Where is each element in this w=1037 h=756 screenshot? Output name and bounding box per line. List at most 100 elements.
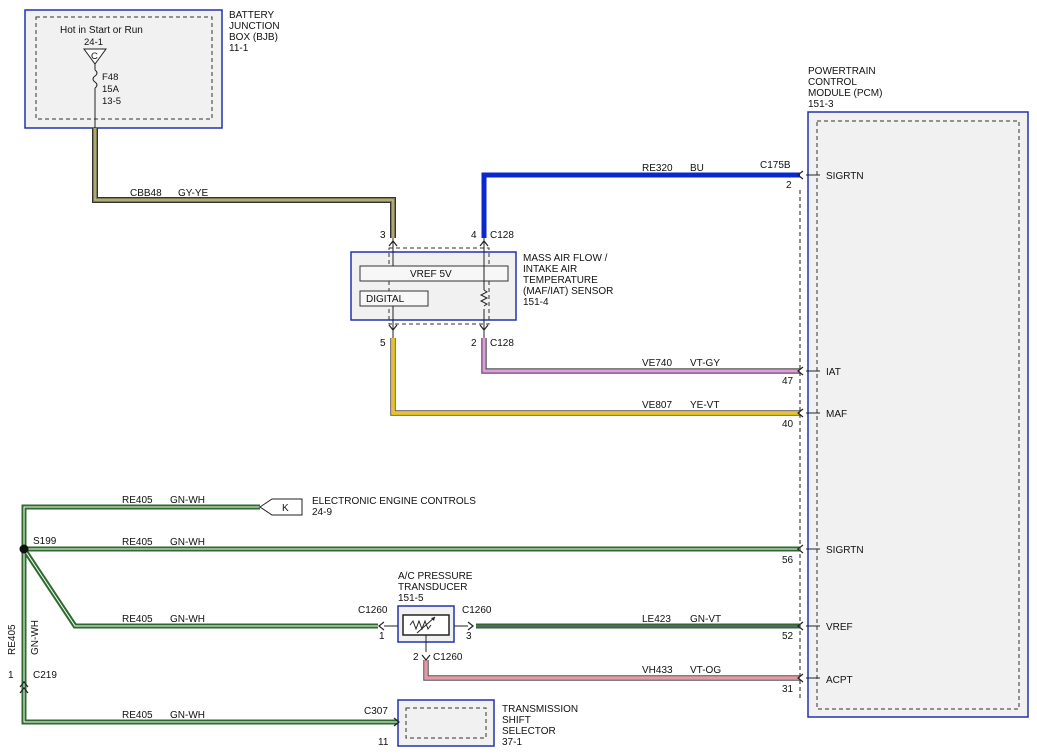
- svg-text:GN-WH: GN-WH: [170, 710, 205, 721]
- transmission-shift-selector: C307 11: [364, 699, 495, 748]
- svg-text:TEMPERATURE: TEMPERATURE: [523, 275, 598, 286]
- svg-text:(MAF/IAT) SENSOR: (MAF/IAT) SENSOR: [523, 286, 613, 297]
- pcm-pin-acpt-31: 31 ACPT: [782, 673, 853, 695]
- svg-text:151-3: 151-3: [808, 99, 834, 110]
- pin-arrow-icon: [797, 621, 804, 631]
- svg-text:POWERTRAIN: POWERTRAIN: [808, 66, 876, 77]
- svg-text:151-4: 151-4: [523, 297, 549, 308]
- wire-le423: LE423 GN-VT: [476, 614, 800, 629]
- pin-arrow-icon: [388, 240, 398, 247]
- battery-junction-box: Hot in Start or Run 24-1 C F48 15A 13-5: [24, 9, 223, 129]
- pin-arrow-icon: [19, 681, 29, 688]
- pcm-pin-sigrtn-2: C175B 2 SIGRTN: [760, 160, 864, 191]
- pin-arrow-icon: [479, 240, 489, 247]
- svg-text:C175B: C175B: [760, 160, 791, 171]
- svg-text:1: 1: [8, 670, 14, 681]
- svg-text:C1260: C1260: [462, 605, 492, 616]
- pcm-module: [799, 111, 1029, 718]
- svg-text:SELECTOR: SELECTOR: [502, 726, 556, 737]
- svg-text:31: 31: [782, 684, 794, 695]
- ac-pressure-title: A/C PRESSURE TRANSDUCER 151-5: [398, 571, 473, 604]
- svg-text:GN-WH: GN-WH: [170, 495, 205, 506]
- fuse-name: F48: [102, 72, 118, 83]
- svg-text:IAT: IAT: [826, 367, 841, 378]
- svg-text:56: 56: [782, 555, 794, 566]
- bjb-title: BATTERY JUNCTION BOX (BJB) 11-1: [229, 10, 280, 54]
- svg-text:24-9: 24-9: [312, 507, 332, 518]
- pin-arrow-icon: [467, 621, 474, 631]
- svg-text:151-5: 151-5: [398, 593, 424, 604]
- maf-iat-sensor: VREF 5V DIGITAL 3 4 C128 5 2 C128: [350, 230, 517, 349]
- svg-text:4: 4: [471, 230, 477, 241]
- pin-arrow-icon: [797, 366, 804, 376]
- svg-text:SHIFT: SHIFT: [502, 715, 531, 726]
- svg-text:A/C PRESSURE: A/C PRESSURE: [398, 571, 473, 582]
- svg-text:47: 47: [782, 376, 794, 387]
- svg-text:3: 3: [380, 230, 386, 241]
- svg-text:BU: BU: [690, 163, 704, 174]
- svg-text:2: 2: [471, 338, 477, 349]
- c219-connector: 1 C219: [8, 670, 57, 694]
- svg-text:BOX (BJB): BOX (BJB): [229, 32, 278, 43]
- svg-text:C219: C219: [33, 670, 57, 681]
- pin-arrow-icon: [797, 673, 804, 683]
- wire-re405-network: S199 RE405 GN-WH RE405 GN-WH RE405 GN-WH…: [7, 495, 800, 725]
- wire-vh433: VH433 VT-OG: [423, 660, 800, 681]
- pcm-pin-sigrtn-56: 56 SIGRTN: [782, 544, 864, 566]
- svg-text:C128: C128: [490, 230, 514, 241]
- svg-text:SIGRTN: SIGRTN: [826, 545, 864, 556]
- svg-text:3: 3: [466, 631, 472, 642]
- svg-text:RE405: RE405: [122, 537, 153, 548]
- svg-text:MODULE (PCM): MODULE (PCM): [808, 88, 882, 99]
- svg-text:VE740: VE740: [642, 358, 672, 369]
- svg-text:TRANSDUCER: TRANSDUCER: [398, 582, 467, 593]
- svg-text:SIGRTN: SIGRTN: [826, 171, 864, 182]
- svg-text:5: 5: [380, 338, 386, 349]
- fuse-rating: 15A: [102, 84, 120, 95]
- svg-text:VH433: VH433: [642, 665, 673, 676]
- svg-text:C1260: C1260: [358, 605, 388, 616]
- maf-vref-label: VREF 5V: [410, 269, 452, 280]
- svg-text:GY-YE: GY-YE: [178, 188, 209, 199]
- svg-text:C128: C128: [490, 338, 514, 349]
- svg-text:GN-WH: GN-WH: [170, 537, 205, 548]
- svg-text:VREF: VREF: [826, 622, 853, 633]
- svg-text:GN-WH: GN-WH: [30, 620, 41, 655]
- svg-text:C307: C307: [364, 706, 388, 717]
- wire-cbb48: CBB48 GY-YE: [92, 128, 396, 238]
- svg-text:37-1: 37-1: [502, 737, 522, 748]
- svg-text:INTAKE AIR: INTAKE AIR: [523, 264, 577, 275]
- pcm-pin-iat-47: 47 IAT: [782, 366, 841, 387]
- tss-title: TRANSMISSION SHIFT SELECTOR 37-1: [502, 704, 578, 748]
- fuse-icon: [92, 69, 98, 89]
- bjb-pin: 24-1: [84, 37, 103, 48]
- bjb-connector-letter: C: [91, 51, 98, 62]
- wire-ve807: VE807 YE-VT: [390, 338, 800, 416]
- pin-arrow-icon: [479, 324, 489, 331]
- pin-arrow-icon: [393, 717, 400, 727]
- maf-digital-label: DIGITAL: [366, 294, 405, 305]
- maf-title: MASS AIR FLOW / INTAKE AIR TEMPERATURE (…: [523, 253, 613, 308]
- thermistor-icon: [479, 289, 489, 307]
- pin-arrow-icon: [388, 324, 398, 331]
- svg-text:RE405: RE405: [122, 710, 153, 721]
- wire-re320: RE320 BU: [481, 163, 800, 238]
- pin-arrow-icon: [797, 170, 804, 180]
- svg-text:RE405: RE405: [7, 624, 18, 655]
- pin-arrow-icon: [797, 408, 804, 418]
- svg-text:C1260: C1260: [433, 652, 463, 663]
- svg-text:RE405: RE405: [122, 495, 153, 506]
- svg-text:RE405: RE405: [122, 614, 153, 625]
- svg-text:VT-GY: VT-GY: [690, 358, 720, 369]
- svg-text:ACPT: ACPT: [826, 675, 853, 686]
- connector-k-icon: [259, 498, 303, 516]
- wire-ve740: VE740 VT-GY: [481, 338, 800, 374]
- bjb-hot-label: Hot in Start or Run: [60, 25, 143, 36]
- svg-text:11-1: 11-1: [229, 43, 249, 54]
- svg-text:40: 40: [782, 419, 794, 430]
- svg-text:MASS AIR FLOW /: MASS AIR FLOW /: [523, 253, 608, 264]
- ac-pressure-transducer: C1260 1 C1260 3 2 C1260: [358, 605, 492, 663]
- svg-text:GN-VT: GN-VT: [690, 614, 721, 625]
- svg-text:VT-OG: VT-OG: [690, 665, 721, 676]
- pcm-title: POWERTRAIN CONTROL MODULE (PCM) 151-3: [808, 66, 882, 110]
